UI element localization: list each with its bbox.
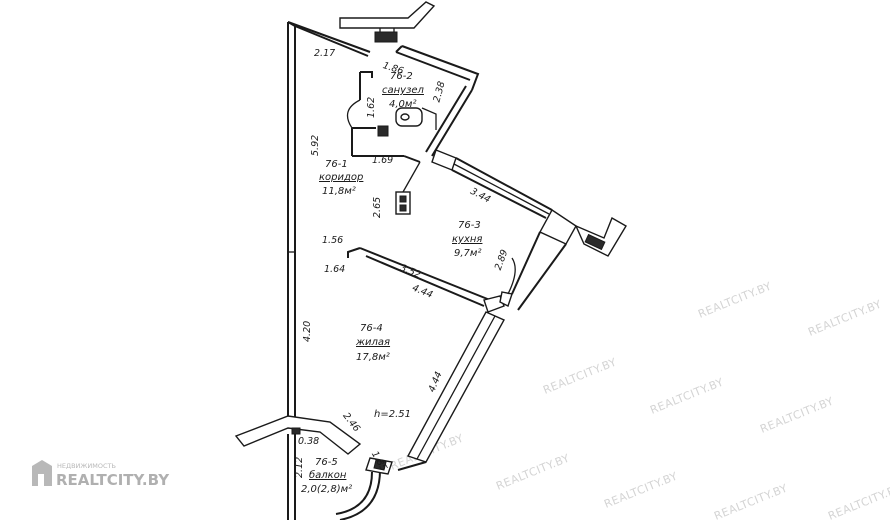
room-id: 76-3	[458, 220, 481, 231]
watermark-repeat: REALTCITY.BY	[696, 279, 773, 320]
outer-wall-left	[287, 21, 296, 425]
realtcity-logo: НЕДВИЖИМОСТЬ REALTCITY.BY	[32, 460, 170, 489]
logo-brand-text: REALTCITY.BY	[56, 471, 170, 489]
watermark-repeat: REALTCITY.BY	[826, 481, 890, 520]
dimension-label: 2.46	[340, 411, 362, 434]
watermark-repeat: REALTCITY.BY	[541, 355, 618, 396]
house-icon	[32, 460, 52, 486]
room-area: 2,0(2,8)м²	[301, 484, 352, 495]
room-name: жилая	[355, 337, 390, 348]
watermark-repeat: REALTCITY.BY	[758, 394, 835, 435]
room-area: 11,8м²	[322, 186, 356, 197]
dimension-label: 2.17	[314, 48, 335, 59]
dimension-label: 0.38	[298, 436, 319, 447]
dimension-label: 1.64	[324, 264, 345, 275]
dimension-label: 4.44	[410, 283, 434, 301]
dimension-label: 2.89	[493, 248, 511, 272]
dimension-label: 3.52	[398, 263, 422, 281]
room-area: 9,7м²	[454, 248, 481, 259]
watermark-repeat: REALTCITY.BY	[602, 469, 679, 510]
dimension-label: 1.56	[322, 235, 343, 246]
dimension-label: 1.62	[366, 97, 377, 118]
room-name: санузел	[382, 85, 425, 96]
door-arcs	[346, 99, 516, 295]
room-balcony: 76-5 балкон 2,0(2,8)м²	[301, 457, 352, 495]
dimension-label: 2.65	[372, 197, 383, 218]
living-partition-wall	[347, 247, 513, 313]
room-kitchen: 76-3 кухня 9,7м²	[452, 220, 482, 259]
dimension-label: 4.44	[427, 370, 445, 394]
ventilation-shaft	[339, 1, 436, 43]
kitchen-window-block	[511, 208, 627, 311]
balcony	[234, 415, 393, 520]
room-area: 4,0м²	[389, 99, 416, 110]
dimension-label: 2.38	[432, 80, 448, 103]
living-window-wall	[397, 311, 505, 471]
room-id: 76-1	[325, 159, 348, 170]
watermark-repeat: REALTCITY.BY	[806, 297, 883, 338]
room-id: 76-4	[360, 323, 383, 334]
ceiling-height: h=2.51	[374, 409, 411, 420]
room-bathroom: 76-2 санузел 4,0м²	[382, 71, 425, 110]
bathroom-walls	[351, 45, 480, 163]
room-name: коридор	[319, 172, 363, 183]
room-name: кухня	[452, 234, 482, 245]
dimension-label: 2.12	[294, 457, 305, 478]
watermark-repeat: REALTCITY.BY	[712, 481, 789, 520]
outer-wall-top	[287, 21, 371, 57]
kitchen-top-wall	[395, 149, 553, 219]
dimension-label: 4.20	[302, 321, 313, 342]
watermark-repeat: REALTCITY.BY	[648, 375, 725, 416]
logo-small-text: НЕДВИЖИМОСТЬ	[57, 462, 116, 470]
watermark-repeat: REALTCITY.BY	[494, 451, 571, 492]
room-corridor: 76-1 коридор 11,8м²	[319, 159, 363, 197]
room-id: 76-2	[390, 71, 413, 82]
dimension-label: 1.69	[372, 155, 393, 166]
watermark-layer: REALTCITY.BY REALTCITY.BY REALTCITY.BY R…	[388, 279, 890, 520]
room-area: 17,8м²	[356, 352, 390, 363]
room-living: 76-4 жилая 17,8м²	[355, 323, 390, 363]
dimension-label: 5.92	[310, 135, 321, 156]
room-name: балкон	[309, 469, 347, 481]
room-id: 76-5	[315, 457, 338, 468]
